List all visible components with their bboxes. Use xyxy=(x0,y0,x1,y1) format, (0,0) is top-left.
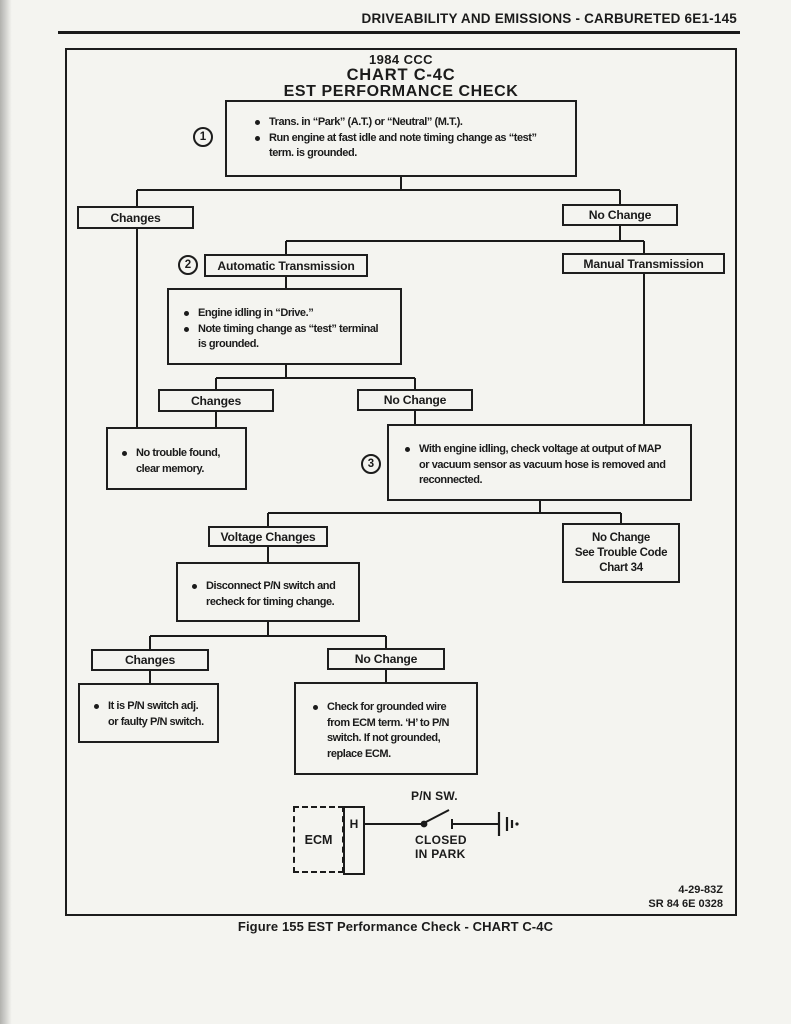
disconnect-line: Disconnect P/N switch and xyxy=(206,580,336,592)
header-rule xyxy=(58,31,740,34)
flow-node-disconnect-pn: Disconnect P/N switch and recheck for ti… xyxy=(176,562,360,622)
map-check-line: With engine idling, check voltage at out… xyxy=(419,443,662,455)
flow-node-changes-top: Changes xyxy=(77,206,194,229)
bullet-icon xyxy=(94,704,99,709)
flow-node-no-change-mid: No Change xyxy=(357,389,473,411)
flow-node-changes-bottom: Changes xyxy=(91,649,209,671)
bullet-icon xyxy=(255,120,260,125)
print-code: SR 84 6E 0328 xyxy=(648,897,723,910)
chart34-line: See Trouble Code xyxy=(574,546,668,559)
step-badge-1: 1 xyxy=(193,127,213,147)
flow-node-no-change-chart34: No Change See Trouble Code Chart 34 xyxy=(562,523,680,583)
figure-caption: Figure 155 EST Performance Check - CHART… xyxy=(237,919,554,934)
step1-line: term. is grounded. xyxy=(269,147,357,159)
ecm-box: ECM xyxy=(293,806,344,873)
chart-title-name: EST PERFORMANCE CHECK xyxy=(283,83,519,100)
flow-node-no-change-top: No Change xyxy=(562,204,678,226)
step-badge-2: 2 xyxy=(178,255,198,275)
disconnect-line: recheck for timing change. xyxy=(206,595,335,608)
engine-idling-line: is grounded. xyxy=(198,338,259,350)
check-ground-line: Check for grounded wire xyxy=(327,701,447,713)
page-header: DRIVEABILITY AND EMISSIONS - CARBURETED … xyxy=(361,11,737,26)
switch-state-line2: IN PARK xyxy=(415,846,466,861)
step1-line: Trans. in “Park” (A.T.) or “Neutral” (M.… xyxy=(269,116,463,128)
flow-node-no-trouble: No trouble found, clear memory. xyxy=(106,427,247,490)
flow-node-map-check: With engine idling, check voltage at out… xyxy=(387,424,692,501)
check-ground-line: switch. If not grounded, xyxy=(327,732,441,744)
engine-idling-line: Note timing change as “test” terminal xyxy=(198,322,379,335)
revision-codes: 4-29-83Z SR 84 6E 0328 xyxy=(648,884,723,911)
switch-state-line1: CLOSED xyxy=(415,833,467,847)
flow-node-check-ground: Check for grounded wire from ECM term. ‘… xyxy=(294,682,478,775)
bullet-icon xyxy=(405,447,410,452)
flow-node-voltage-changes: Voltage Changes xyxy=(208,526,328,547)
pn-fault-line: or faulty P/N switch. xyxy=(108,715,204,728)
flow-node-manual-transmission: Manual Transmission xyxy=(562,253,725,274)
flow-node-step1: Trans. in “Park” (A.T.) or “Neutral” (M.… xyxy=(225,100,577,177)
bullet-icon xyxy=(184,326,189,332)
flow-node-pn-switch-fault: It is P/N switch adj. or faulty P/N swit… xyxy=(78,683,219,743)
check-ground-line: replace ECM. xyxy=(327,747,391,760)
flow-node-automatic-transmission: Automatic Transmission xyxy=(204,254,368,277)
engine-idling-line: Engine idling in “Drive.” xyxy=(198,307,314,319)
ecm-terminal-h: H xyxy=(343,806,365,875)
revision-code: 4-29-83Z xyxy=(678,884,723,896)
flow-node-engine-idling: Engine idling in “Drive.” Note timing ch… xyxy=(167,288,402,365)
scan-shadow xyxy=(0,0,13,1024)
no-trouble-line: No trouble found, xyxy=(136,447,220,459)
chart34-line: Chart 34 xyxy=(599,561,643,574)
map-check-line: reconnected. xyxy=(419,474,483,486)
pn-switch-label: P/N SW. xyxy=(411,789,458,803)
step-badge-3: 3 xyxy=(361,454,381,474)
bullet-icon xyxy=(255,135,260,141)
no-trouble-line: clear memory. xyxy=(136,462,204,475)
chart34-line: No Change xyxy=(592,531,650,544)
bullet-icon xyxy=(192,584,197,589)
chart-frame xyxy=(65,48,737,916)
bullet-icon xyxy=(313,705,318,710)
chart-title-year: 1984 CCC xyxy=(369,52,433,67)
pn-fault-line: It is P/N switch adj. xyxy=(108,700,199,712)
switch-state-label: CLOSED IN PARK xyxy=(415,833,467,861)
flow-node-changes-mid: Changes xyxy=(158,389,274,412)
bullet-icon xyxy=(122,451,127,456)
step1-line: Run engine at fast idle and note timing … xyxy=(269,131,537,144)
check-ground-line: from ECM term. ‘H’ to P/N xyxy=(327,716,449,729)
bullet-icon xyxy=(184,311,189,316)
flow-node-no-change-bottom: No Change xyxy=(327,648,445,670)
chart-title-number: CHART C-4C xyxy=(346,66,456,84)
map-check-line: or vacuum sensor as vacuum hose is remov… xyxy=(419,458,666,471)
